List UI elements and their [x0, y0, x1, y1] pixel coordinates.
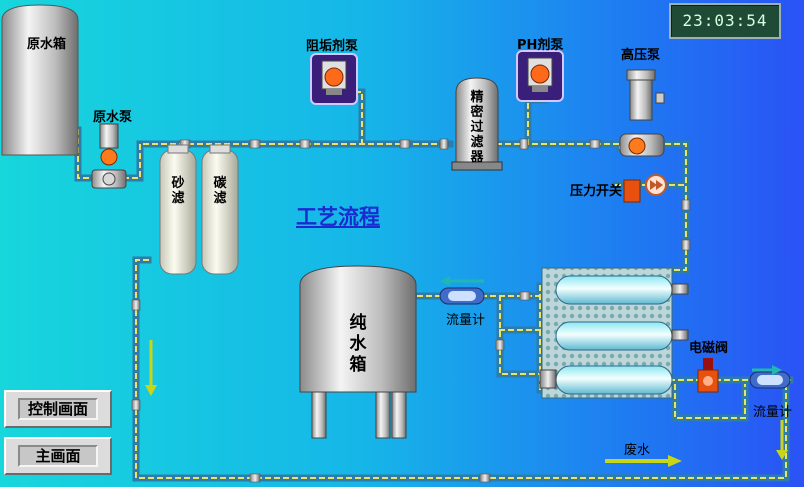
high-pressure-pump[interactable] [619, 69, 665, 157]
antiscalant-pump-icon [321, 60, 347, 95]
control-screen-button-label: 控制画面 [18, 398, 98, 420]
ph-pump-icon [527, 57, 553, 92]
pressure-switch-label: 压力开关 [570, 184, 623, 199]
pure-water-tank [299, 265, 417, 439]
flow-arrows [145, 276, 788, 467]
raw-water-pump[interactable] [91, 123, 127, 189]
flowmeter-waste [749, 371, 791, 389]
raw-water-tank-label: 原水箱 [27, 37, 67, 52]
clock-display: 23:03:54 [669, 3, 781, 39]
ph-pump[interactable] [516, 50, 564, 102]
ro-membrane-rack [539, 267, 689, 399]
page-title: 工艺流程 [296, 204, 380, 229]
carbon-filter [201, 144, 239, 275]
pressure-switch[interactable] [623, 174, 667, 203]
solenoid-valve[interactable] [697, 358, 719, 393]
carbon-filter-label: 碳滤 [213, 176, 227, 206]
flowmeter-product-label: 流量计 [446, 313, 486, 328]
raw-water-tank [1, 4, 79, 156]
flowmeter-waste-label: 流量计 [753, 405, 793, 420]
raw-water-pump-label: 原水泵 [93, 110, 133, 125]
precision-filter-label: 精密过滤器 [470, 90, 484, 165]
sand-filter [159, 144, 197, 275]
control-screen-button[interactable]: 控制画面 [4, 390, 112, 428]
ph-pump-label: PH剂泵 [517, 38, 564, 53]
main-screen-button[interactable]: 主画面 [4, 437, 112, 475]
solenoid-valve-label: 电磁阀 [689, 341, 729, 356]
antiscalant-pump-label: 阻垢剂泵 [306, 39, 359, 54]
sand-filter-label: 砂滤 [171, 176, 185, 206]
antiscalant-pump[interactable] [310, 53, 358, 105]
waste-water-label: 废水 [624, 443, 651, 458]
flowmeter-product [439, 287, 485, 305]
main-screen-button-label: 主画面 [18, 445, 98, 467]
pure-water-tank-label: 纯水箱 [349, 313, 367, 375]
high-pressure-pump-label: 高压泵 [621, 48, 661, 63]
precision-filter [451, 77, 503, 171]
